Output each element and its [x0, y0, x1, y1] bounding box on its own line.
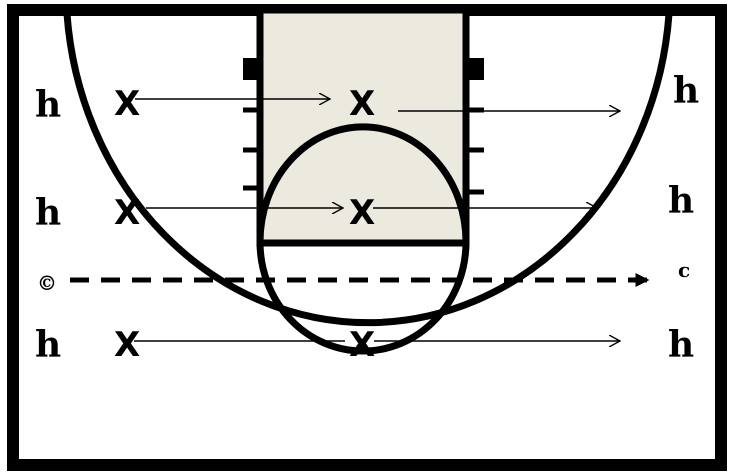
label-coach-left: © — [37, 271, 57, 295]
player-x-row2-left: X — [114, 193, 140, 233]
player-x-row1-center: X — [349, 84, 375, 124]
label-h-left-bottom: h — [35, 324, 61, 366]
label-h-right-bottom: h — [668, 324, 694, 366]
player-x-row1-left: X — [114, 84, 140, 124]
lane-block-left — [243, 58, 260, 80]
label-h-left-top: h — [35, 84, 61, 126]
label-coach-right: c — [678, 258, 690, 282]
lane-hash-marks-right — [466, 107, 484, 195]
player-x-row3-left: X — [114, 325, 140, 365]
free-throw-circle-bottom — [256, 241, 470, 355]
player-x-row2-center: X — [349, 193, 375, 233]
label-h-left-mid: h — [35, 192, 61, 234]
lane-block-right — [466, 58, 484, 80]
label-h-right-mid: h — [668, 180, 694, 222]
player-x-row3-center: X — [349, 325, 375, 365]
label-h-right-top: h — [673, 70, 699, 112]
three-point-arc — [63, 13, 673, 327]
lane-hash-marks-left — [243, 107, 260, 191]
free-throw-circle-top — [256, 123, 470, 243]
